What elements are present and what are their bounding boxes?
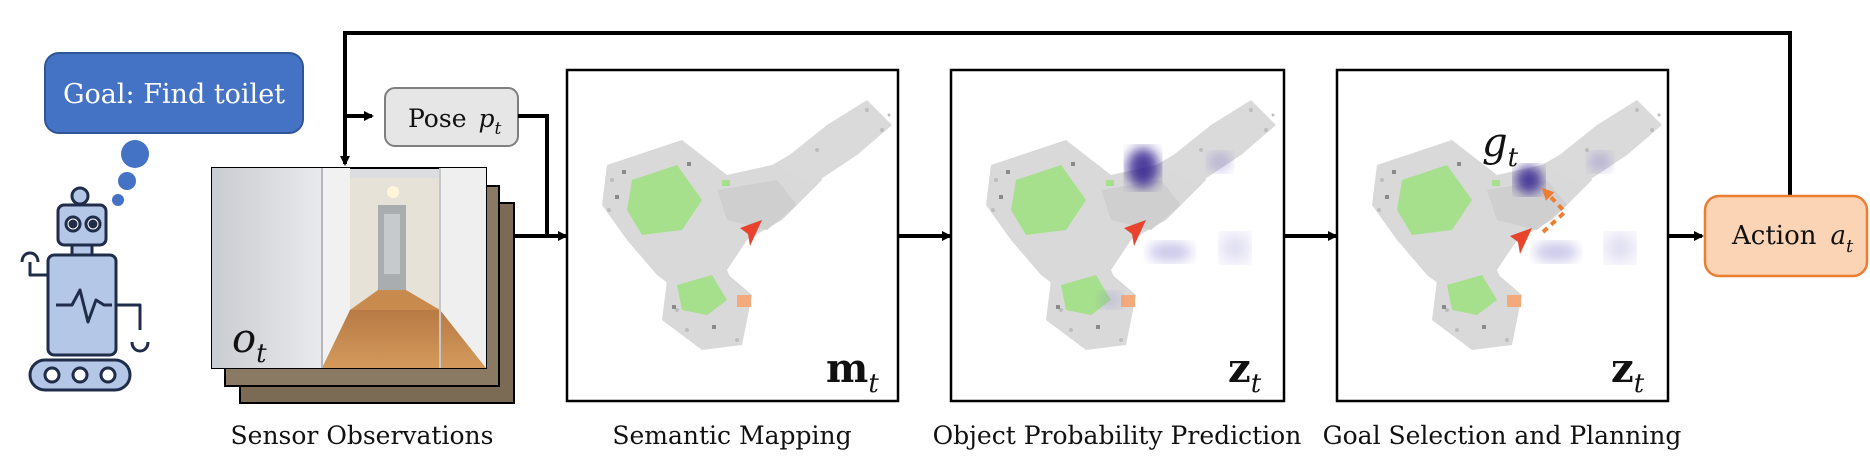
- goal-blob: [1515, 166, 1543, 194]
- goal-bubble: Goal: Find toilet: [44, 52, 304, 206]
- observation-symbol: ot: [232, 316, 267, 369]
- prediction-caption: Object Probability Prediction: [933, 421, 1302, 450]
- pose-symbol: p: [478, 104, 494, 133]
- mapping-caption: Semantic Mapping: [612, 421, 851, 450]
- pose-subscript: t: [495, 119, 502, 139]
- plan-symbol: zt: [1611, 345, 1645, 399]
- probability-blob: [1127, 148, 1159, 188]
- sensor-observations: ot: [211, 167, 515, 404]
- pose-label: Pose: [408, 104, 466, 133]
- planning-caption: Goal Selection and Planning: [1323, 421, 1682, 450]
- probability-panel: zt: [949, 68, 1286, 403]
- semantic-map-panel: mt: [565, 68, 900, 403]
- camera-frame: ot: [211, 167, 487, 369]
- action-symbol: a: [1831, 221, 1847, 251]
- robot-icon: [20, 186, 150, 392]
- pose-connector: [518, 114, 549, 236]
- action-label: Action: [1731, 221, 1817, 251]
- sensor-caption: Sensor Observations: [231, 421, 494, 450]
- action-subscript: t: [1846, 236, 1854, 257]
- goal-text: Goal: Find toilet: [63, 79, 285, 110]
- feedback-loop-arrow: [340, 31, 1792, 196]
- goal-symbol: gt: [1482, 120, 1519, 173]
- goal-selection-panel: gt zt: [1335, 68, 1670, 403]
- prob-symbol: zt: [1228, 345, 1262, 399]
- map-symbol: mt: [826, 345, 879, 399]
